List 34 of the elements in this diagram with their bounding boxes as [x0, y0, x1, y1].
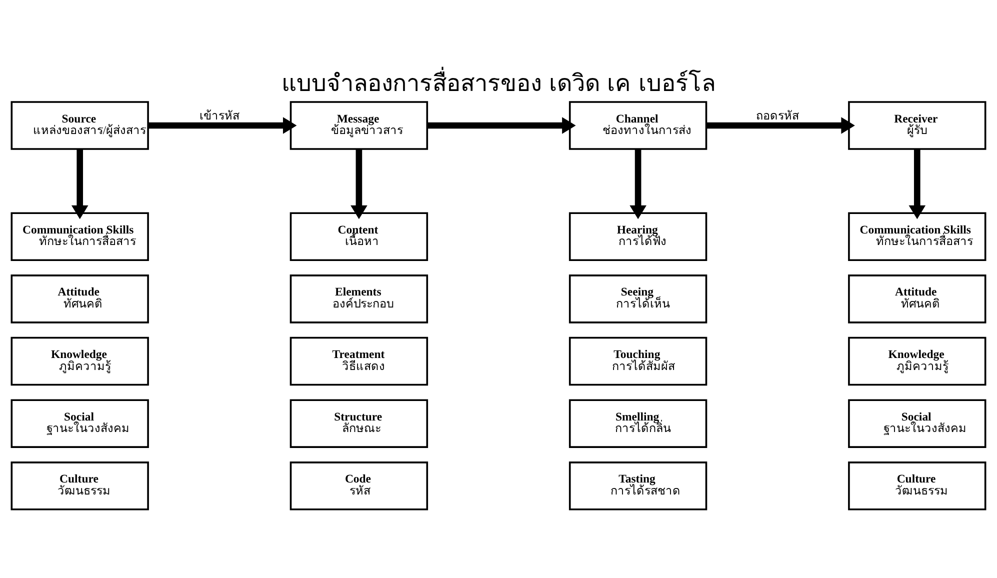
node-box: Communication Skills ทักษะในการสื่อสาร — [848, 212, 986, 261]
arrow — [427, 117, 576, 134]
node-box: Culture วัฒนธรรม — [10, 462, 149, 510]
diagram-title: แบบจำลองการสื่อสารของ เดวิด เค เบอร์โล — [281, 69, 716, 98]
node-box: Message ข้อมูลข่าวสาร — [290, 101, 428, 150]
node-box: Smelling การได้กลิ่น — [568, 399, 708, 448]
edge-label: ถอดรหัส — [756, 108, 800, 123]
arrow — [148, 117, 297, 134]
arrow — [908, 149, 926, 220]
node-box: Social ฐานะในวงสังคม — [848, 399, 986, 448]
node-box: Source แหล่งของสาร/ผู้ส่งสาร — [10, 101, 149, 150]
arrow — [706, 117, 855, 134]
node-box: Knowledge ภูมิความรู้ — [848, 336, 986, 386]
node-box: Seeing การได้เห็น — [568, 274, 708, 324]
node-box: Treatment วิธีแสดง — [290, 336, 428, 386]
node-box: Attitude ทัศนคติ — [10, 274, 149, 324]
arrow — [71, 149, 88, 220]
node-box: Attitude ทัศนคติ — [848, 274, 986, 324]
node-box: Social ฐานะในวงสังคม — [10, 399, 149, 448]
edge-label: เข้ารหัส — [199, 108, 240, 123]
node-box: Culture วัฒนธรรม — [848, 462, 986, 510]
node-box: Tasting การได้รสชาด — [568, 462, 708, 510]
node-box: Communication Skills ทักษะในการสื่อสาร — [10, 212, 149, 261]
node-box: Elements องค์ประกอบ — [290, 274, 428, 324]
node-box: Content เนื้อหา — [290, 212, 428, 261]
node-box: Hearing การได้ฟัง — [568, 212, 708, 261]
node-box: Receiver ผู้รับ — [848, 101, 986, 150]
node-box: Code รหัส — [290, 462, 428, 510]
arrow — [630, 149, 646, 220]
node-box: Knowledge ภูมิความรู้ — [10, 336, 149, 386]
node-box: Channel ช่องทางในการส่ง — [568, 101, 708, 150]
node-box: Structure ลักษณะ — [290, 399, 428, 448]
arrow — [350, 149, 368, 220]
node-box: Touching การได้สัมผัส — [568, 336, 708, 386]
